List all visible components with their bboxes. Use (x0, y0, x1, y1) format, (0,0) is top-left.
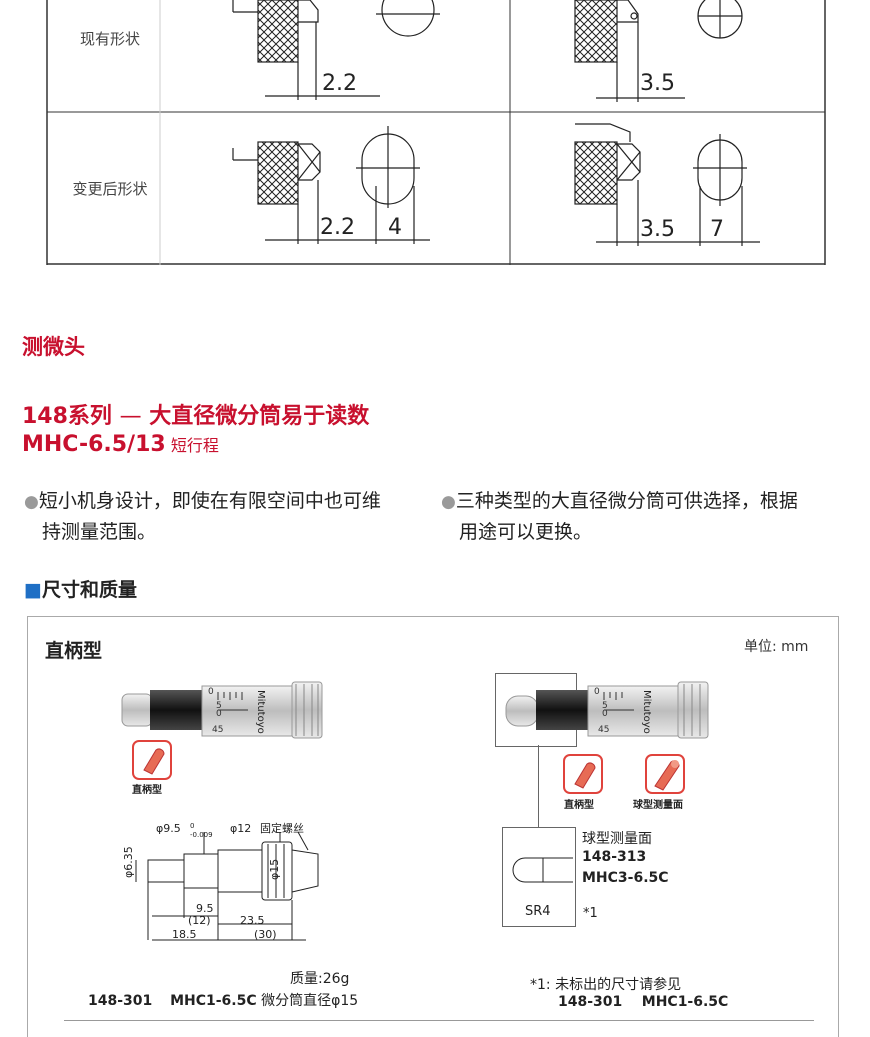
bullet-2-line1: 三种类型的大直径微分筒可供选择，根据 (455, 490, 798, 512)
micrometer-photo-left: 0 5 0 45 Mitutoyo (121, 681, 323, 739)
ball-name: 球型测量面 (582, 831, 652, 847)
scale-tick-0: 0 (208, 687, 214, 697)
fix-screw-label: 固定螺丝 (260, 821, 304, 835)
straight-shank-icon (563, 754, 603, 794)
bullet-dot-icon: ● (24, 492, 39, 512)
left-desc: 微分筒直径φ15 (261, 993, 359, 1009)
left-caption-line: 148-301 MHC1-6.5C 微分筒直径φ15 (88, 990, 358, 1010)
straight-shank-label: 直柄型 (132, 785, 162, 796)
shape-table-svg: 2.2 3.5 2.2 (46, 0, 826, 265)
ball-model: MHC3-6.5C (582, 870, 669, 886)
row1-right-dim: 3.5 (640, 71, 675, 96)
dimension-panel (27, 616, 839, 1037)
dim-30: (30) (254, 928, 277, 941)
brand-mark: Mitutoyo (641, 690, 652, 734)
dimension-drawing-left: φ9.5 0 -0.009 φ12 固定螺丝 φ6.35 φ15 9.5 (12… (122, 821, 319, 941)
panel-title: 直柄型 (45, 640, 103, 662)
dim-d635: φ6.35 (122, 846, 135, 878)
row2-right-dim2: 7 (710, 217, 724, 242)
right-caption-line: 148-301 MHC1-6.5C (558, 994, 728, 1010)
scale-tick-5: 5 (602, 701, 608, 711)
ball-face-icon (645, 754, 685, 794)
section-heading-micrometer-head: 测微头 (22, 335, 85, 359)
row1-label: 现有形状 (79, 30, 140, 48)
row2-left-dim: 2.2 (320, 215, 355, 240)
row2-left-drawing (232, 126, 430, 244)
panel-bottom-rule (64, 1020, 814, 1021)
bullet-2: ●三种类型的大直径微分筒可供选择，根据 用途可以更换。 (441, 486, 861, 547)
series-model: MHC-6.5/13 短行程 (22, 432, 219, 457)
scale-tick-0b: 0 (602, 709, 608, 719)
scale-tick-0: 0 (594, 687, 600, 697)
straight-shank-label-right: 直柄型 (564, 800, 594, 811)
series-title: 148系列 — 大直径微分筒易于读数 (22, 398, 369, 430)
bullet-1-line1: 短小机身设计，即使在有限空间中也可维 (38, 490, 381, 512)
blue-square-icon: ■ (24, 579, 42, 601)
dim-12: (12) (188, 914, 211, 927)
row1-left-drawing (232, 0, 440, 100)
left-mass: 质量:26g (290, 971, 350, 987)
ball-detail-box: SR4 (502, 827, 576, 927)
bullet-1: ●短小机身设计，即使在有限空间中也可维 持测量范围。 (24, 486, 434, 547)
scale-tick-45: 45 (212, 725, 223, 735)
dim-d95-tol-top: 0 (190, 822, 194, 830)
bullet-1-line2: 持测量范围。 (42, 521, 157, 543)
scale-tick-5: 5 (216, 701, 222, 711)
bullet-dot-icon: ● (441, 492, 456, 512)
dim-95: 9.5 (196, 902, 214, 915)
dim-235: 23.5 (240, 914, 265, 927)
series-dash: — (119, 404, 142, 429)
row2-right-drawing (574, 123, 760, 246)
dimensions-title-text: 尺寸和质量 (41, 579, 137, 601)
dim-185: 18.5 (172, 928, 197, 941)
unit-label: 单位: mm (744, 639, 809, 655)
row2-left-dim2: 4 (388, 215, 402, 240)
row1-right-drawing (574, 0, 743, 102)
dim-d15: φ15 (268, 859, 281, 880)
row2-label: 变更后形状 (72, 180, 148, 198)
shape-comparison-table: 2.2 3.5 2.2 (0, 0, 870, 270)
left-model: MHC1-6.5C (170, 993, 257, 1009)
series-description: 大直径微分筒易于读数 (149, 404, 370, 429)
ball-sr-label: SR4 (525, 904, 551, 919)
scale-tick-0b: 0 (216, 709, 222, 719)
straight-shank-icon (132, 740, 172, 780)
callout-line (538, 745, 539, 827)
ball-note-mark: *1 (583, 906, 598, 921)
ball-tip-drawing (512, 857, 573, 883)
row1-left-dim: 2.2 (322, 71, 357, 96)
dim-d95: φ9.5 (156, 822, 181, 835)
ball-code: 148-313 (582, 849, 647, 865)
ball-face-label: 球型测量面 (633, 800, 683, 811)
series-number: 148系列 (22, 404, 112, 429)
dimensions-section-title: ■尺寸和质量 (24, 575, 137, 602)
dim-d95-tol-bot: -0.009 (190, 831, 213, 839)
series-model-sub: 短行程 (170, 436, 219, 455)
row2-right-dim: 3.5 (640, 217, 675, 242)
micrometer-photo-right: 0 5 0 45 Mitutoyo (505, 681, 709, 739)
series-model-code: MHC-6.5/13 (22, 432, 166, 457)
brand-mark: Mitutoyo (255, 690, 266, 734)
bullet-2-line2: 用途可以更换。 (459, 521, 593, 543)
dim-d12: φ12 (230, 822, 251, 835)
scale-tick-45: 45 (598, 725, 609, 735)
right-note: *1: 未标出的尺寸请参见 (530, 977, 682, 993)
right-code: 148-301 (558, 994, 623, 1010)
right-model: MHC1-6.5C (641, 994, 729, 1010)
left-code: 148-301 (88, 993, 153, 1009)
